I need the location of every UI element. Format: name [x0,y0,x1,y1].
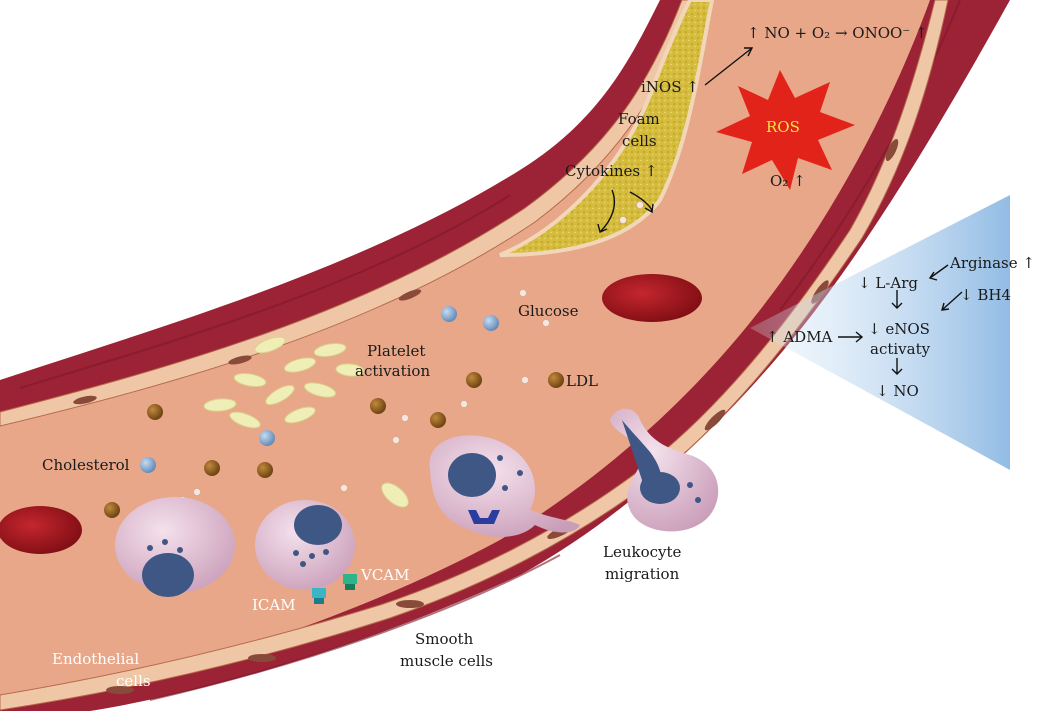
inos-label: iNOS ↑ [641,78,699,96]
enos-label-line1: ↓ eNOS [868,320,930,338]
bh4-label: ↓ BH4 [960,286,1011,304]
enos-label-line2: activaty [870,340,931,358]
smooth-muscle-label-line1: Smooth [415,630,474,648]
arginase-label: Arginase ↑ [949,254,1035,272]
adma-label: ↑ ADMA [766,328,833,346]
platelet-activation-label-line2: activation [355,362,430,380]
icam-label: ICAM [252,596,296,614]
foam-cells-label-line1: Foam [618,110,660,128]
no-decrease-label: ↓ NO [876,382,919,400]
endothelial-cells-label-line1: Endothelial [52,650,139,668]
glucose-label: Glucose [518,302,579,320]
red-blood-cell [0,506,82,554]
icam-receptor [312,588,326,604]
vcam-label: VCAM [360,566,410,584]
foam-cells-label-line2: cells [622,132,657,150]
red-blood-cell [602,274,702,322]
l-arg-label: ↓ L-Arg [858,274,918,292]
ros-label: ROS [766,118,800,136]
cholesterol-label: Cholesterol [42,456,130,474]
leukocyte-adhering-2 [255,500,355,590]
vcam-receptor [343,574,357,590]
leukocyte-migration-label-line1: Leukocyte [603,543,682,561]
cytokines-label: Cytokines ↑ [565,162,657,180]
o2-label: O₂ ↑ [770,172,806,190]
platelet-activation-label-line1: Platelet [367,342,425,360]
leukocyte-migration-label-line2: migration [605,565,680,583]
reaction-label: ↑ NO + O₂ → ONOO⁻ ↑ [747,24,928,42]
ldl-label: LDL [566,372,598,390]
smooth-muscle-label-line2: muscle cells [400,652,493,670]
endothelial-cells-label-line2: cells [116,672,151,690]
